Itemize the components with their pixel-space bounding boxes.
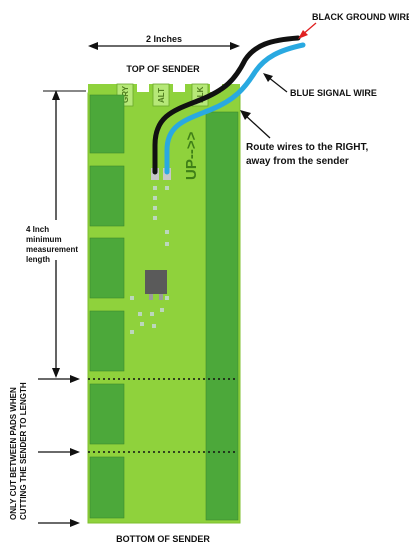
min-length-label-4: length [26, 255, 50, 264]
cut-instruction-line1: ONLY CUT BETWEEN PADS WHEN [9, 387, 18, 520]
left-pad [89, 456, 125, 519]
arrowhead-left [88, 42, 98, 50]
cut-instruction-line2: CUTTING THE SENDER TO LENGTH [19, 382, 28, 520]
black-ground-wire [152, 35, 301, 175]
board-notch-cut [173, 84, 185, 92]
black-ground-wire-label: BLACK GROUND WIRE [312, 12, 409, 22]
board-notch-cut [210, 84, 222, 92]
black-wire-pointer-head [298, 30, 308, 39]
chip-leg [149, 294, 153, 300]
left-pad [89, 165, 125, 227]
up-marker: UP-->> [183, 131, 200, 180]
pin-label-blk: BLK [196, 86, 205, 103]
min-length-arrow-top [52, 90, 60, 100]
pin-label-alt: ALT [157, 88, 166, 103]
left-pad [89, 310, 125, 372]
top-of-sender-label: TOP OF SENDER [126, 64, 200, 74]
blue-signal-wire-label: BLUE SIGNAL WIRE [290, 88, 377, 98]
blue-wire-pointer [267, 76, 288, 93]
route-label-line1: Route wires to the RIGHT, [246, 142, 368, 153]
cut-arrow-3-head [70, 519, 80, 527]
route-pointer-head [240, 110, 251, 120]
min-length-label-bg [22, 220, 82, 260]
cut-arrow-1-head [70, 375, 80, 383]
blue-wire-pointer-head [263, 73, 273, 82]
blue-signal-wire [164, 42, 306, 175]
route-pointer [244, 114, 271, 139]
min-length-label-3: measurement [26, 245, 78, 254]
cut-arrow-2-head [70, 448, 80, 456]
right-pad [205, 111, 239, 521]
min-length-label-2: minimum [26, 235, 62, 244]
route-label-line2: away from the sender [246, 156, 349, 167]
min-length-label-1: 4 Inch [26, 225, 49, 234]
width-label: 2 Inches [146, 34, 182, 44]
left-pad [89, 383, 125, 445]
pin-label-gry: GRY [121, 85, 130, 103]
left-pad [89, 94, 125, 154]
via-dots [130, 186, 169, 334]
chip [145, 270, 167, 294]
left-pad [89, 237, 125, 299]
board-notch-cut [137, 84, 149, 92]
min-length-arrow-bottom [52, 368, 60, 378]
arrowhead-right [230, 42, 240, 50]
chip-leg [159, 294, 163, 300]
bottom-of-sender-label: BOTTOM OF SENDER [116, 534, 210, 544]
pin-alt: ALT [152, 83, 170, 107]
